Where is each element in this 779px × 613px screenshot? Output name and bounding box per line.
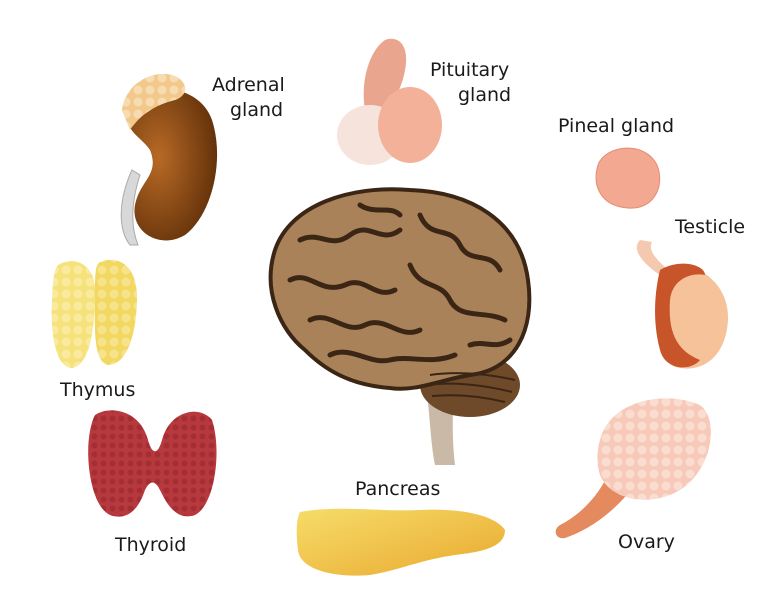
adrenal-label-line2: gland (230, 99, 284, 121)
adrenal-gland-label: Adrenal gland (212, 73, 285, 123)
thyroid (88, 410, 217, 517)
testicle-label: Testicle (675, 216, 746, 238)
adrenal-gland-kidney (120, 74, 218, 246)
pituitary-label-line1: Pituitary (430, 59, 510, 81)
pituitary-gland-label: Pituitary gland (430, 58, 511, 108)
brain (268, 187, 532, 465)
thymus-label: Thymus (60, 379, 136, 401)
pancreas (296, 508, 505, 576)
thyroid-label: Thyroid (115, 534, 187, 556)
pituitary-label-line2: gland (458, 84, 512, 106)
pancreas-label: Pancreas (355, 478, 441, 500)
pineal-gland-label: Pineal gland (558, 115, 675, 137)
pineal-gland (595, 147, 661, 209)
thymus (50, 255, 142, 370)
ovary-label: Ovary (618, 531, 675, 553)
adrenal-label-line1: Adrenal (212, 74, 285, 96)
testicle (636, 240, 729, 369)
pituitary-gland (337, 38, 442, 165)
ovary (555, 398, 711, 539)
